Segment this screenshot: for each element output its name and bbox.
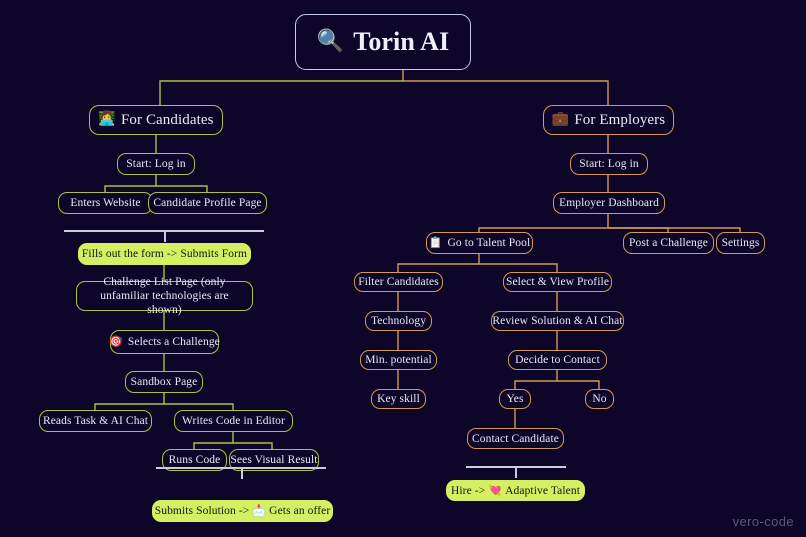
node-employer-start-login-label: Start: Log in [579,158,639,170]
node-submits-solution-prefix: Submits Solution -> [154,505,250,517]
node-decide-to-contact-label: Decide to Contact [515,354,600,366]
candidate-divider-2-stub [241,467,243,479]
node-hire-suffix: Adaptive Talent [505,484,581,497]
node-settings-label: Settings [721,237,760,249]
node-go-to-talent-pool-label: Go to Talent Pool [447,237,531,249]
node-employer-dashboard[interactable]: Employer Dashboard [553,192,665,214]
branch-for-employers[interactable]: 💼 For Employers [543,105,674,135]
node-settings[interactable]: Settings [716,232,765,254]
node-technology-label: Technology [370,315,427,327]
node-candidate-start-login[interactable]: Start: Log in [117,153,195,175]
node-sees-visual-result[interactable]: Sees Visual Result [229,449,319,471]
node-fills-out-form[interactable]: Fills out the form -> Submits Form [78,243,251,265]
dart-icon: 🎯 [109,335,123,349]
node-candidate-profile-page-label: Candidate Profile Page [153,197,262,209]
node-decide-to-contact[interactable]: Decide to Contact [508,350,607,370]
node-fills-out-form-label: Fills out the form -> Submits Form [81,248,248,260]
incoming-envelope-icon: 📩 [252,504,267,518]
node-runs-code-label: Runs Code [168,454,221,466]
watermark: vero-code [732,514,794,529]
node-enters-website-label: Enters Website [70,197,141,209]
node-sees-visual-result-label: Sees Visual Result [230,454,318,466]
node-key-skill-label: Key skill [377,393,420,405]
node-go-to-talent-pool[interactable]: 📋 Go to Talent Pool [426,232,533,254]
magnifying-glass-icon: 🔍 [316,28,345,54]
node-candidate-start-login-label: Start: Log in [126,158,186,170]
node-reads-task-ai-chat[interactable]: Reads Task & AI Chat [39,410,152,432]
employer-divider-stub [515,466,517,478]
node-filter-candidates-label: Filter Candidates [358,276,439,288]
node-decision-yes-label: Yes [506,393,524,405]
node-sandbox-page[interactable]: Sandbox Page [125,371,203,393]
node-enters-website[interactable]: Enters Website [58,192,153,214]
branch-for-candidates-label: For Candidates [120,111,214,128]
node-reads-task-ai-chat-label: Reads Task & AI Chat [42,415,149,427]
node-submits-solution[interactable]: Submits Solution -> 📩 Gets an offer [152,500,333,522]
node-key-skill[interactable]: Key skill [371,389,426,409]
node-candidate-profile-page[interactable]: Candidate Profile Page [148,192,267,214]
node-select-view-profile[interactable]: Select & View Profile [503,272,612,292]
person-icon: 👩‍💻 [98,111,116,128]
node-submits-solution-suffix: Gets an offer [269,505,331,517]
node-sandbox-page-label: Sandbox Page [130,376,198,388]
node-contact-candidate-label: Contact Candidate [472,432,559,445]
node-contact-candidate[interactable]: Contact Candidate [467,428,564,449]
node-decision-yes[interactable]: Yes [499,389,531,409]
node-select-view-profile-label: Select & View Profile [505,276,610,288]
node-employer-start-login[interactable]: Start: Log in [570,153,648,175]
node-selects-a-challenge[interactable]: 🎯 Selects a Challenge [109,330,220,354]
node-writes-code-in-editor[interactable]: Writes Code in Editor [174,410,293,432]
node-selects-a-challenge-label: Selects a Challenge [127,335,220,348]
node-min-potential-label: Min. potential [365,354,432,366]
node-review-solution-ai-chat-label: Review Solution & AI Chat [492,315,623,327]
node-technology[interactable]: Technology [365,311,432,331]
heart-arrow-icon: 💘 [488,483,503,497]
node-min-potential[interactable]: Min. potential [360,350,437,370]
node-hire-adaptive-talent[interactable]: Hire -> 💘 Adaptive Talent [446,480,585,501]
node-decision-no-label: No [592,393,607,405]
candidate-divider-1-stub [164,230,166,242]
node-writes-code-in-editor-label: Writes Code in Editor [182,415,285,427]
branch-for-employers-label: For Employers [574,111,666,128]
node-challenge-list-page[interactable]: Challenge List Page (only unfamiliar tec… [76,276,253,316]
root-node-label: Torin AI [353,27,450,57]
node-employer-dashboard-label: Employer Dashboard [559,197,659,209]
node-post-a-challenge[interactable]: Post a Challenge [623,232,714,254]
node-review-solution-ai-chat[interactable]: Review Solution & AI Chat [491,311,624,331]
node-hire-prefix: Hire -> [450,484,486,497]
node-post-a-challenge-label: Post a Challenge [629,237,708,249]
node-runs-code[interactable]: Runs Code [162,449,227,471]
briefcase-icon: 💼 [551,111,570,128]
node-challenge-list-page-label: Challenge List Page (only unfamiliar tec… [100,275,229,317]
node-filter-candidates[interactable]: Filter Candidates [354,272,443,292]
clipboard-icon: 📋 [428,236,443,250]
branch-for-candidates[interactable]: 👩‍💻 For Candidates [89,105,223,135]
root-node-torin-ai[interactable]: 🔍 Torin AI [295,14,471,70]
node-decision-no[interactable]: No [585,389,614,409]
